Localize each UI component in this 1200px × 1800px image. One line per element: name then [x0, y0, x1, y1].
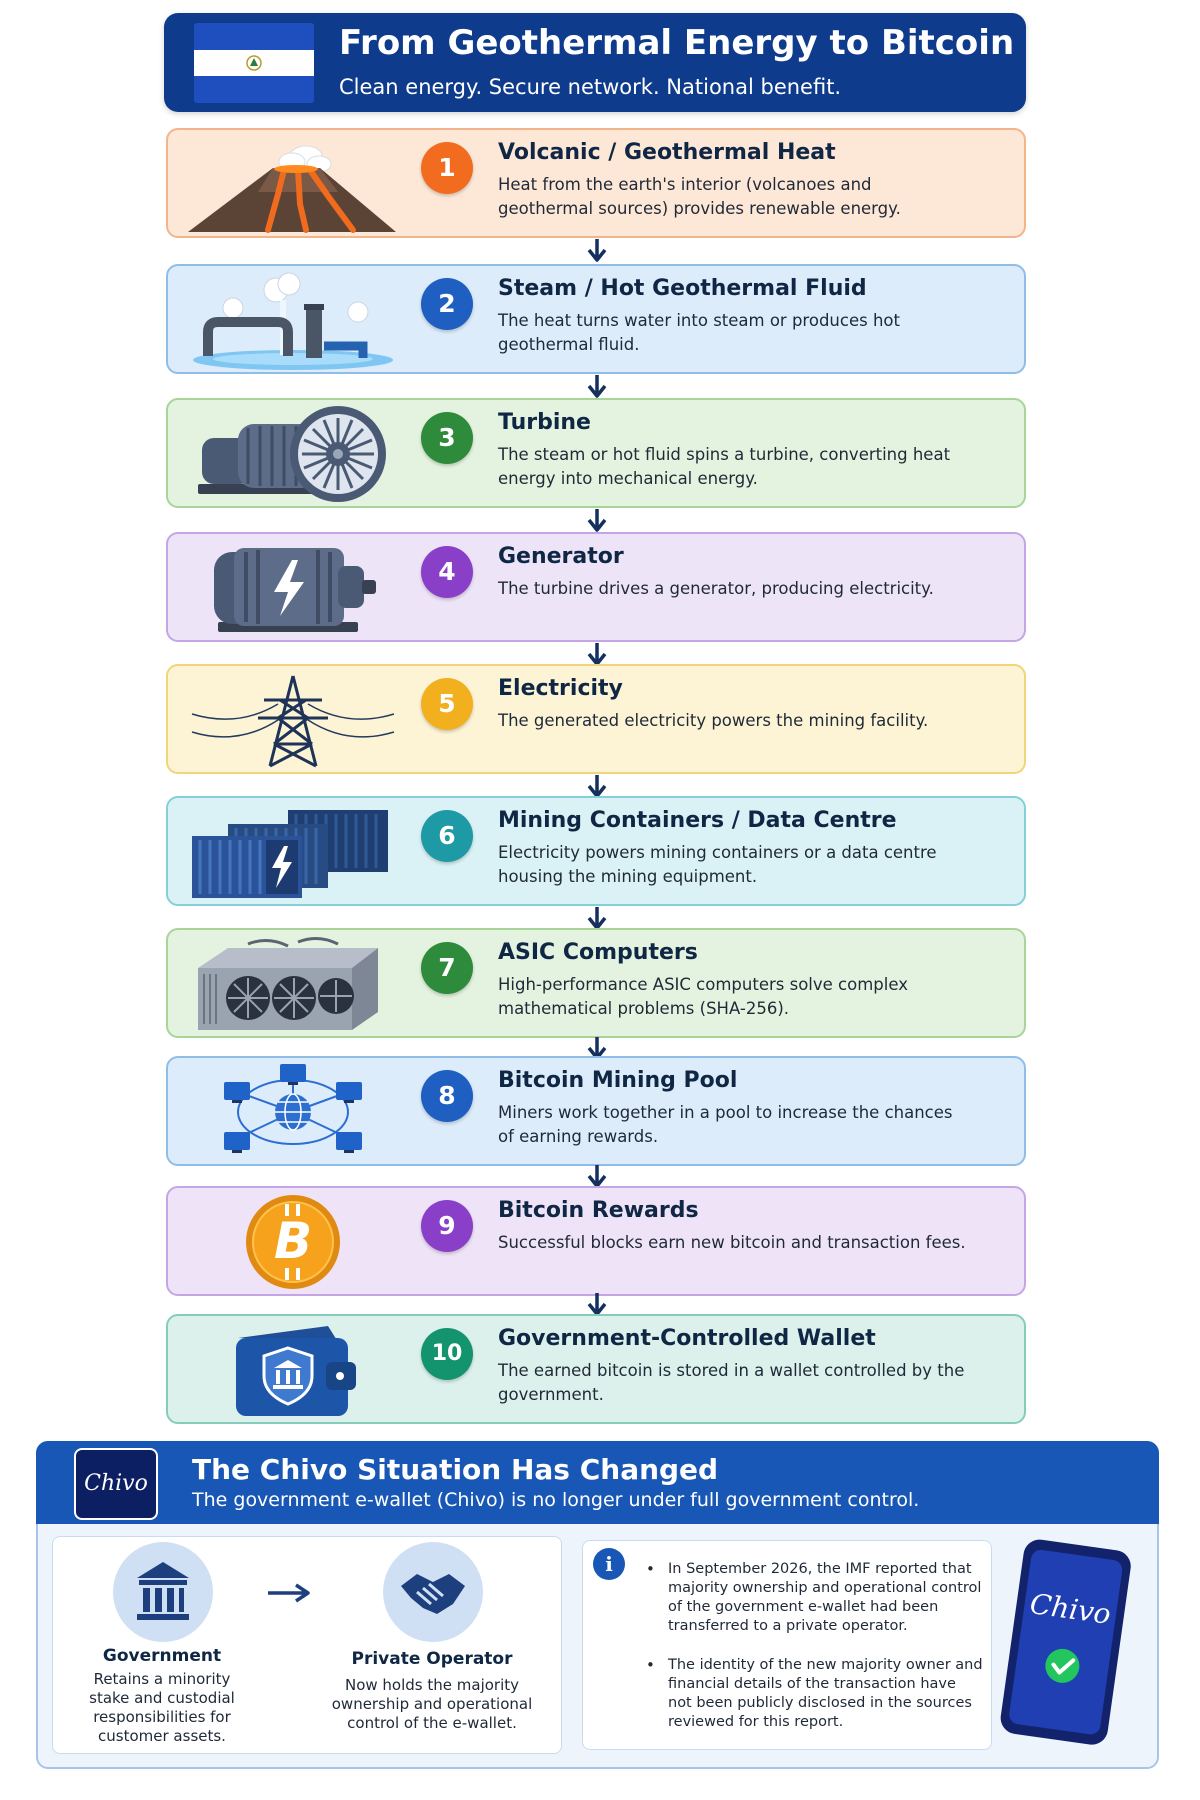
- step-number-badge: 6: [421, 810, 473, 862]
- government-label: Government: [102, 1646, 222, 1666]
- page-subtitle: Clean energy. Secure network. National b…: [339, 75, 842, 99]
- step-description: The heat turns water into steam or produ…: [498, 311, 900, 354]
- step-description: Miners work together in a pool to increa…: [498, 1103, 953, 1146]
- step-card-6: 6 Mining Containers / Data Centre Electr…: [166, 796, 1026, 906]
- step-number-badge: 4: [421, 546, 473, 598]
- step-number-badge: 9: [421, 1200, 473, 1252]
- network-pool-icon: [224, 1064, 362, 1153]
- turbine-icon: [198, 406, 386, 502]
- step-number-badge: 7: [421, 942, 473, 994]
- el-salvador-flag-icon: [194, 23, 314, 103]
- steam-pipes-icon: [193, 272, 393, 370]
- generator-icon: [214, 548, 376, 632]
- step-number-badge: 1: [421, 142, 473, 194]
- step-title: Steam / Hot Geothermal Fluid: [498, 276, 867, 301]
- step-description: The generated electricity powers the min…: [498, 711, 929, 730]
- page-title: From Geothermal Energy to Bitcoin: [339, 23, 1015, 63]
- step-card-9: B 9 Bitcoin Rewards Successful blocks ea…: [166, 1186, 1026, 1296]
- step-title: Turbine: [498, 410, 591, 435]
- chivo-title: The Chivo Situation Has Changed: [192, 1453, 719, 1486]
- step-number-badge: 2: [421, 278, 473, 330]
- info-panel: [582, 1540, 992, 1750]
- step-title: Bitcoin Rewards: [498, 1198, 699, 1223]
- step-title: ASIC Computers: [498, 940, 698, 965]
- power-pylon-icon: [191, 675, 395, 768]
- info-bullet: •In September 2026, the IMF reported tha…: [646, 1560, 982, 1634]
- step-title: Electricity: [498, 676, 623, 701]
- private-operator-description: Now holds the majority ownership and ope…: [331, 1676, 533, 1732]
- shipping-containers-icon: [192, 810, 388, 898]
- handshake-icon: [383, 1542, 483, 1642]
- info-icon: i: [593, 1548, 625, 1580]
- step-title: Generator: [498, 544, 624, 569]
- chivo-logo: Chivo: [74, 1448, 158, 1520]
- step-card-4: 4 Generator The turbine drives a generat…: [166, 532, 1026, 642]
- step-card-7: 7 ASIC Computers High-performance ASIC c…: [166, 928, 1026, 1038]
- chivo-phone-icon: Chivo: [1000, 1539, 1131, 1745]
- step-title: Volcanic / Geothermal Heat: [498, 140, 836, 165]
- page-header: From Geothermal Energy to Bitcoin Clean …: [164, 13, 1026, 112]
- wallet-shield-icon: [236, 1326, 356, 1416]
- step-description: The steam or hot fluid spins a turbine, …: [498, 445, 951, 488]
- step-card-3: 3 Turbine The steam or hot fluid spins a…: [166, 398, 1026, 508]
- step-description: The turbine drives a generator, producin…: [498, 579, 934, 598]
- info-bullet: •The identity of the new majority owner …: [646, 1656, 983, 1730]
- step-card-2: 2 Steam / Hot Geothermal Fluid The heat …: [166, 264, 1026, 374]
- step-number-badge: 8: [421, 1070, 473, 1122]
- down-arrow-icon: [587, 239, 607, 262]
- government-description: Retains a minority stake and custodial r…: [89, 1670, 235, 1745]
- step-title: Mining Containers / Data Centre: [498, 808, 897, 833]
- asic-miner-icon: [198, 937, 378, 1030]
- step-description: Electricity powers mining containers or …: [498, 843, 937, 886]
- step-card-10: 10 Government-Controlled Wallet The earn…: [166, 1314, 1026, 1424]
- volcano-icon: [188, 145, 396, 233]
- step-title: Bitcoin Mining Pool: [498, 1068, 738, 1093]
- svg-text:B: B: [274, 1212, 312, 1270]
- step-description: The earned bitcoin is stored in a wallet…: [498, 1361, 965, 1404]
- step-card-1: 1 Volcanic / Geothermal Heat Heat from t…: [166, 128, 1026, 238]
- right-arrow-icon: [268, 1583, 310, 1603]
- step-number-badge: 5: [421, 678, 473, 730]
- step-card-5: 5 Electricity The generated electricity …: [166, 664, 1026, 774]
- chivo-header: [36, 1441, 1159, 1524]
- step-description: Successful blocks earn new bitcoin and t…: [498, 1233, 966, 1252]
- step-card-8: 8 Bitcoin Mining Pool Miners work togeth…: [166, 1056, 1026, 1166]
- private-operator-label: Private Operator: [351, 1649, 513, 1669]
- step-description: Heat from the earth's interior (volcanoe…: [498, 175, 901, 218]
- step-number-badge: 3: [421, 412, 473, 464]
- down-arrow-icon: [587, 375, 607, 398]
- chivo-subtitle: The government e-wallet (Chivo) is no lo…: [192, 1489, 920, 1511]
- bitcoin-coin-icon: B: [246, 1195, 340, 1289]
- step-title: Government-Controlled Wallet: [498, 1326, 876, 1351]
- step-number-badge: 10: [421, 1328, 473, 1380]
- step-description: High-performance ASIC computers solve co…: [498, 975, 908, 1018]
- bank-building-icon: [113, 1542, 213, 1642]
- down-arrow-icon: [587, 509, 607, 532]
